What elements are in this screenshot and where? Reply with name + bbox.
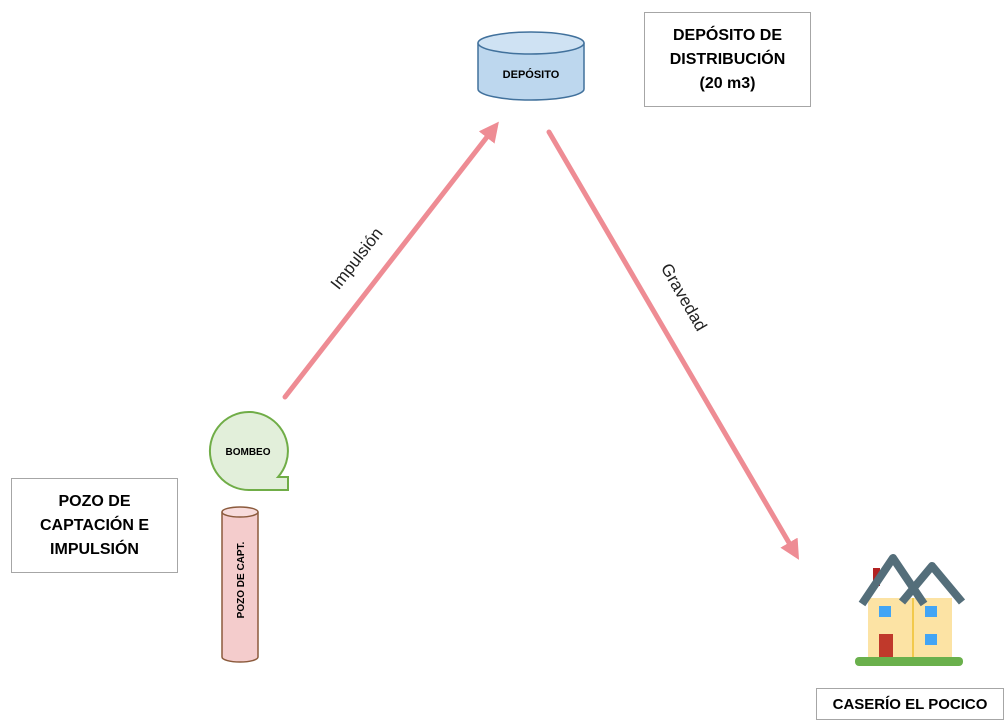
deposito-description-box: DEPÓSITO DE DISTRIBUCIÓN (20 m3) [644, 12, 811, 107]
deposito-tank: DEPÓSITO [477, 31, 585, 101]
gravedad-arrow [546, 129, 800, 560]
caserio-label-box: CASERÍO EL POCICO [816, 688, 1004, 720]
impulsion-arrow [282, 121, 499, 400]
deposito-tank-label: DEPÓSITO [503, 68, 560, 81]
gravedad-label: Gravedad [657, 260, 711, 334]
pozo-pipe-label: POZO DE CAPT. [236, 541, 247, 618]
bombeo-label: BOMBEO [226, 447, 271, 458]
house-icon [855, 554, 966, 666]
pozo-description-box: POZO DE CAPTACIÓN E IMPULSIÓN [11, 478, 178, 573]
pozo-pipe: POZO DE CAPT. [221, 506, 259, 663]
impulsion-label: Impulsión [327, 224, 387, 293]
bombeo-pump: BOMBEO [208, 411, 289, 492]
